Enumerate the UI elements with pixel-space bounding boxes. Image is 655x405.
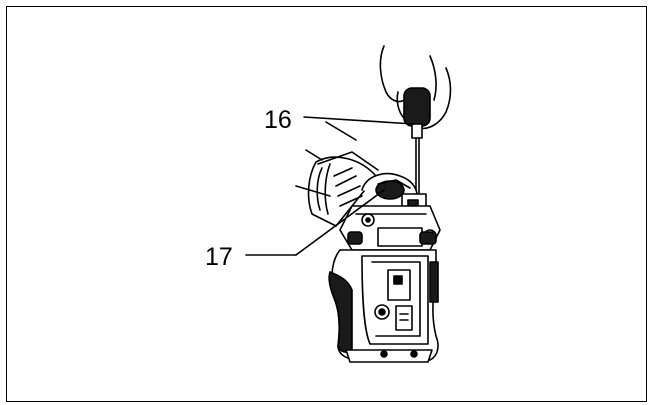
callout-17-label: 17 <box>205 243 233 271</box>
callout-16-label: 16 <box>264 106 292 134</box>
power-tool-icon <box>295 121 441 363</box>
callout-16-leader <box>303 116 415 125</box>
callout-17-leader-diagonal <box>295 189 385 256</box>
screwdriver-icon <box>403 87 431 199</box>
